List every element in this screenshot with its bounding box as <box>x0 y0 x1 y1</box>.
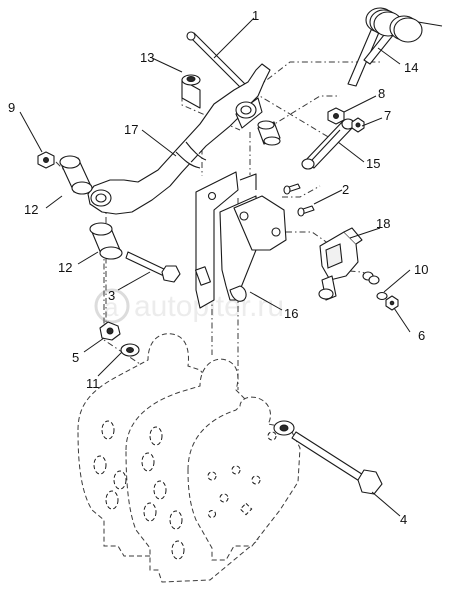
callout-16: 16 <box>284 306 298 321</box>
callout-10: 10 <box>414 262 428 277</box>
part-10-washer <box>362 271 388 301</box>
callout-labels: 1 2 3 4 5 6 7 8 9 10 11 12 12 13 14 15 1… <box>8 8 428 527</box>
callout-7: 7 <box>384 108 391 123</box>
part-2-screws <box>283 183 315 217</box>
part-9-nut <box>37 151 55 169</box>
callout-9: 9 <box>8 100 15 115</box>
watermark-logo: a <box>94 288 130 324</box>
part-4-bolt <box>273 420 383 495</box>
callout-5: 5 <box>72 350 79 365</box>
part-14-spring <box>347 7 443 87</box>
callout-11: 11 <box>86 376 100 391</box>
callout-15: 15 <box>366 156 380 171</box>
part-13-bushing-lower <box>257 120 281 146</box>
part-7-nut <box>351 117 365 133</box>
part-3-bolt <box>125 251 181 283</box>
part-11-washer <box>120 343 140 357</box>
part-8-nut <box>327 107 345 125</box>
callout-14: 14 <box>404 60 418 75</box>
callout-3: 3 <box>108 288 115 303</box>
callout-13: 13 <box>140 50 154 65</box>
mounting-plate-front <box>187 396 301 561</box>
part-18-switch <box>318 227 363 301</box>
callout-17: 17 <box>124 122 138 137</box>
part-16-bracket <box>195 171 287 309</box>
part-12-spacer-lower <box>89 222 123 260</box>
callout-1: 1 <box>252 8 259 23</box>
part-5-nut <box>99 321 121 341</box>
svg-text:a: a <box>104 292 119 322</box>
leader-lines <box>19 17 411 517</box>
callout-12-upper: 12 <box>24 202 38 217</box>
part-6-nut <box>385 295 399 311</box>
callout-12-lower: 12 <box>58 260 72 275</box>
callout-2: 2 <box>342 182 349 197</box>
callout-4: 4 <box>400 512 407 527</box>
part-13-bushing <box>181 74 201 109</box>
part-17-pedal-lever <box>87 63 271 215</box>
callout-6: 6 <box>418 328 425 343</box>
callout-18: 18 <box>376 216 390 231</box>
callout-8: 8 <box>378 86 385 101</box>
part-15-link <box>301 118 355 170</box>
part-12-spacer-upper <box>59 155 93 195</box>
